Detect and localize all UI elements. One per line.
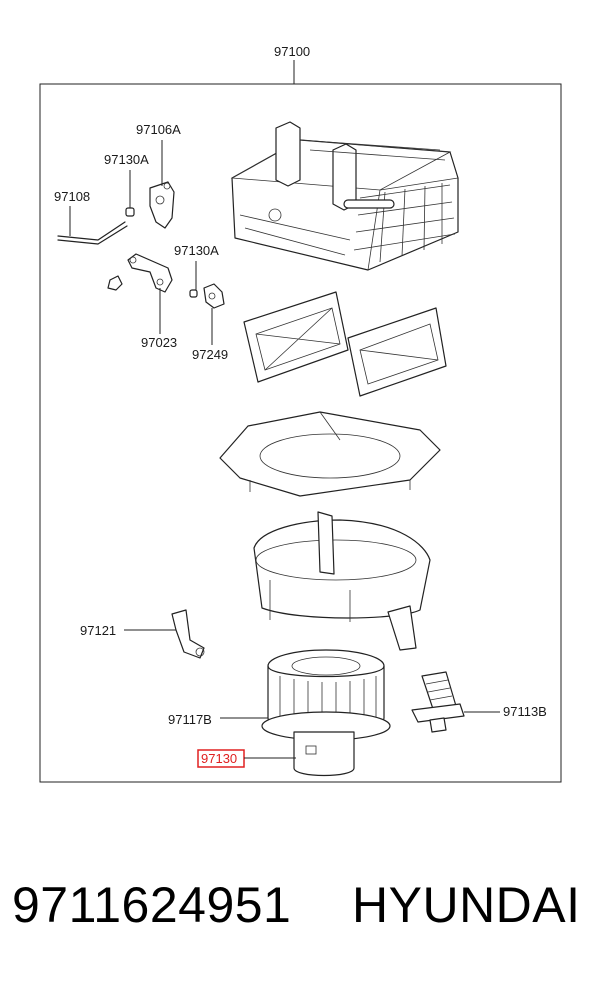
callout-97117b: 97117B (168, 712, 268, 727)
callout-97249: 97249 (192, 308, 228, 362)
svg-text:97106A: 97106A (136, 122, 181, 137)
actuator-lever-97106a (149, 181, 175, 229)
air-filter-left (243, 291, 349, 383)
clip-97130a-upper (125, 207, 135, 217)
callout-97121: 97121 (80, 623, 176, 638)
svg-text:97023: 97023 (141, 335, 177, 350)
svg-text:97130A: 97130A (174, 243, 219, 258)
callout-97106a: 97106A (136, 122, 181, 186)
upper-housing (230, 121, 459, 271)
clip-97130a-lower (189, 289, 198, 298)
linkage-rod-97108 (57, 221, 128, 245)
callout-97130-highlighted: 97130 (197, 749, 296, 768)
svg-text:97113B: 97113B (503, 704, 547, 719)
connector-97121 (171, 609, 205, 659)
diagram-frame (39, 83, 562, 783)
part-number: 9711624951 (12, 877, 292, 933)
air-filter-right (347, 307, 447, 397)
blower-fan (261, 649, 391, 777)
svg-text:97130A: 97130A (104, 152, 149, 167)
callout-97130a-lower: 97130A (174, 243, 219, 290)
callout-97113b: 97113B (464, 704, 547, 719)
callout-97108: 97108 (54, 189, 90, 236)
caption: 9711624951 HYUNDAI (0, 876, 600, 946)
svg-text:97130: 97130 (201, 751, 237, 766)
svg-text:97121: 97121 (80, 623, 116, 638)
resistor-97113b (411, 671, 465, 733)
cam-97249 (203, 283, 225, 309)
assembly-label: 97100 (274, 44, 310, 59)
blower-housing (253, 511, 431, 651)
brand-name: HYUNDAI (352, 877, 581, 933)
svg-text:97108: 97108 (54, 189, 90, 204)
callout-97130a-upper: 97130A (104, 152, 149, 208)
intake-plate (219, 411, 441, 497)
callout-97023: 97023 (141, 288, 177, 350)
svg-text:97249: 97249 (192, 347, 228, 362)
svg-text:97117B: 97117B (168, 712, 212, 727)
lever-97023 (107, 253, 173, 293)
